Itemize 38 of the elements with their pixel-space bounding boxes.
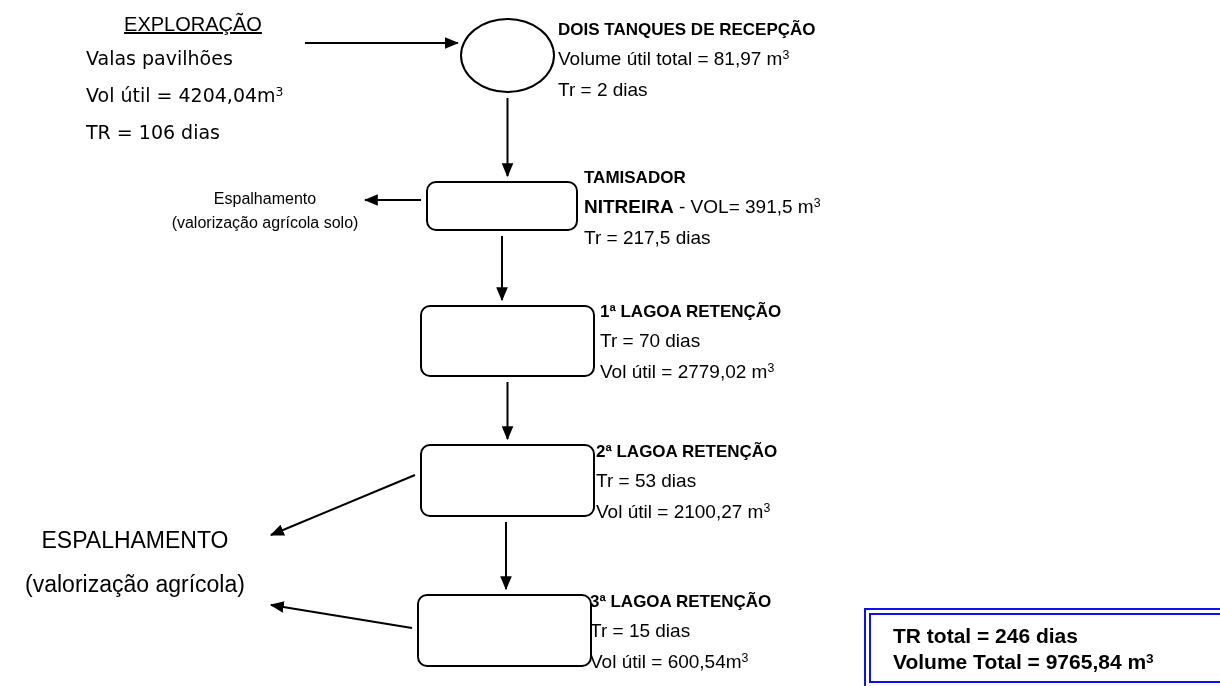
arrow	[269, 601, 413, 629]
arrow	[501, 381, 514, 441]
summary-box	[864, 608, 1220, 686]
arrow	[304, 37, 459, 49]
stage-detail: Volume útil total = 81,97 m$^{3}$	[558, 47, 791, 71]
destination-text: ESPALHAMENTO	[41, 526, 229, 555]
stage-title: TAMISADOR	[584, 167, 687, 189]
destination-text: Espalhamento	[213, 189, 317, 209]
source-text: Valas pavilhões	[86, 46, 233, 71]
arrow	[496, 235, 508, 302]
stage-detail: NITREIRA - VOL= 391,5 m$^{3}$	[584, 195, 822, 219]
source-text: TR = 106 dias	[86, 120, 220, 145]
stage-detail: Vol útil = 2779,02 m$^{3}$	[600, 360, 776, 384]
stage-title: 1ª LAGOA RETENÇÃO	[600, 301, 783, 323]
stage-title: 2ª LAGOA RETENÇÃO	[596, 441, 779, 463]
source-heading: EXPLORAÇÃO	[124, 11, 262, 37]
stage-detail: Tr = 2 dias	[558, 78, 649, 102]
process-box	[420, 444, 595, 517]
destination-text: (valorização agrícola solo)	[171, 213, 359, 233]
arrow	[500, 521, 512, 591]
process-box	[417, 594, 592, 667]
arrow	[363, 194, 422, 206]
destination-text: (valorização agrícola)	[25, 570, 245, 599]
arrow	[501, 97, 514, 178]
process-box	[426, 181, 578, 231]
stage-detail: Tr = 217,5 dias	[584, 226, 712, 250]
stage-title: 3ª LAGOA RETENÇÃO	[590, 591, 773, 613]
summary-text: Volume Total = 9765,84 m$^{3}$	[893, 649, 1155, 675]
arrow	[269, 474, 416, 536]
source-text: Vol útil = 4204,04m$^{3}$	[86, 83, 284, 108]
process-box	[420, 305, 595, 377]
stage-title: DOIS TANQUES DE RECEPÇÃO	[558, 19, 817, 41]
stage-detail: Vol útil = 600,54m$^{3}$	[590, 650, 750, 674]
stage-detail: Tr = 53 dias	[596, 469, 698, 493]
summary-text: TR total = 246 dias	[893, 623, 1079, 649]
stage-detail: Tr = 15 dias	[590, 619, 692, 643]
stage-detail: Vol útil = 2100,27 m$^{3}$	[596, 500, 772, 524]
stage-detail: Tr = 70 dias	[600, 329, 702, 353]
